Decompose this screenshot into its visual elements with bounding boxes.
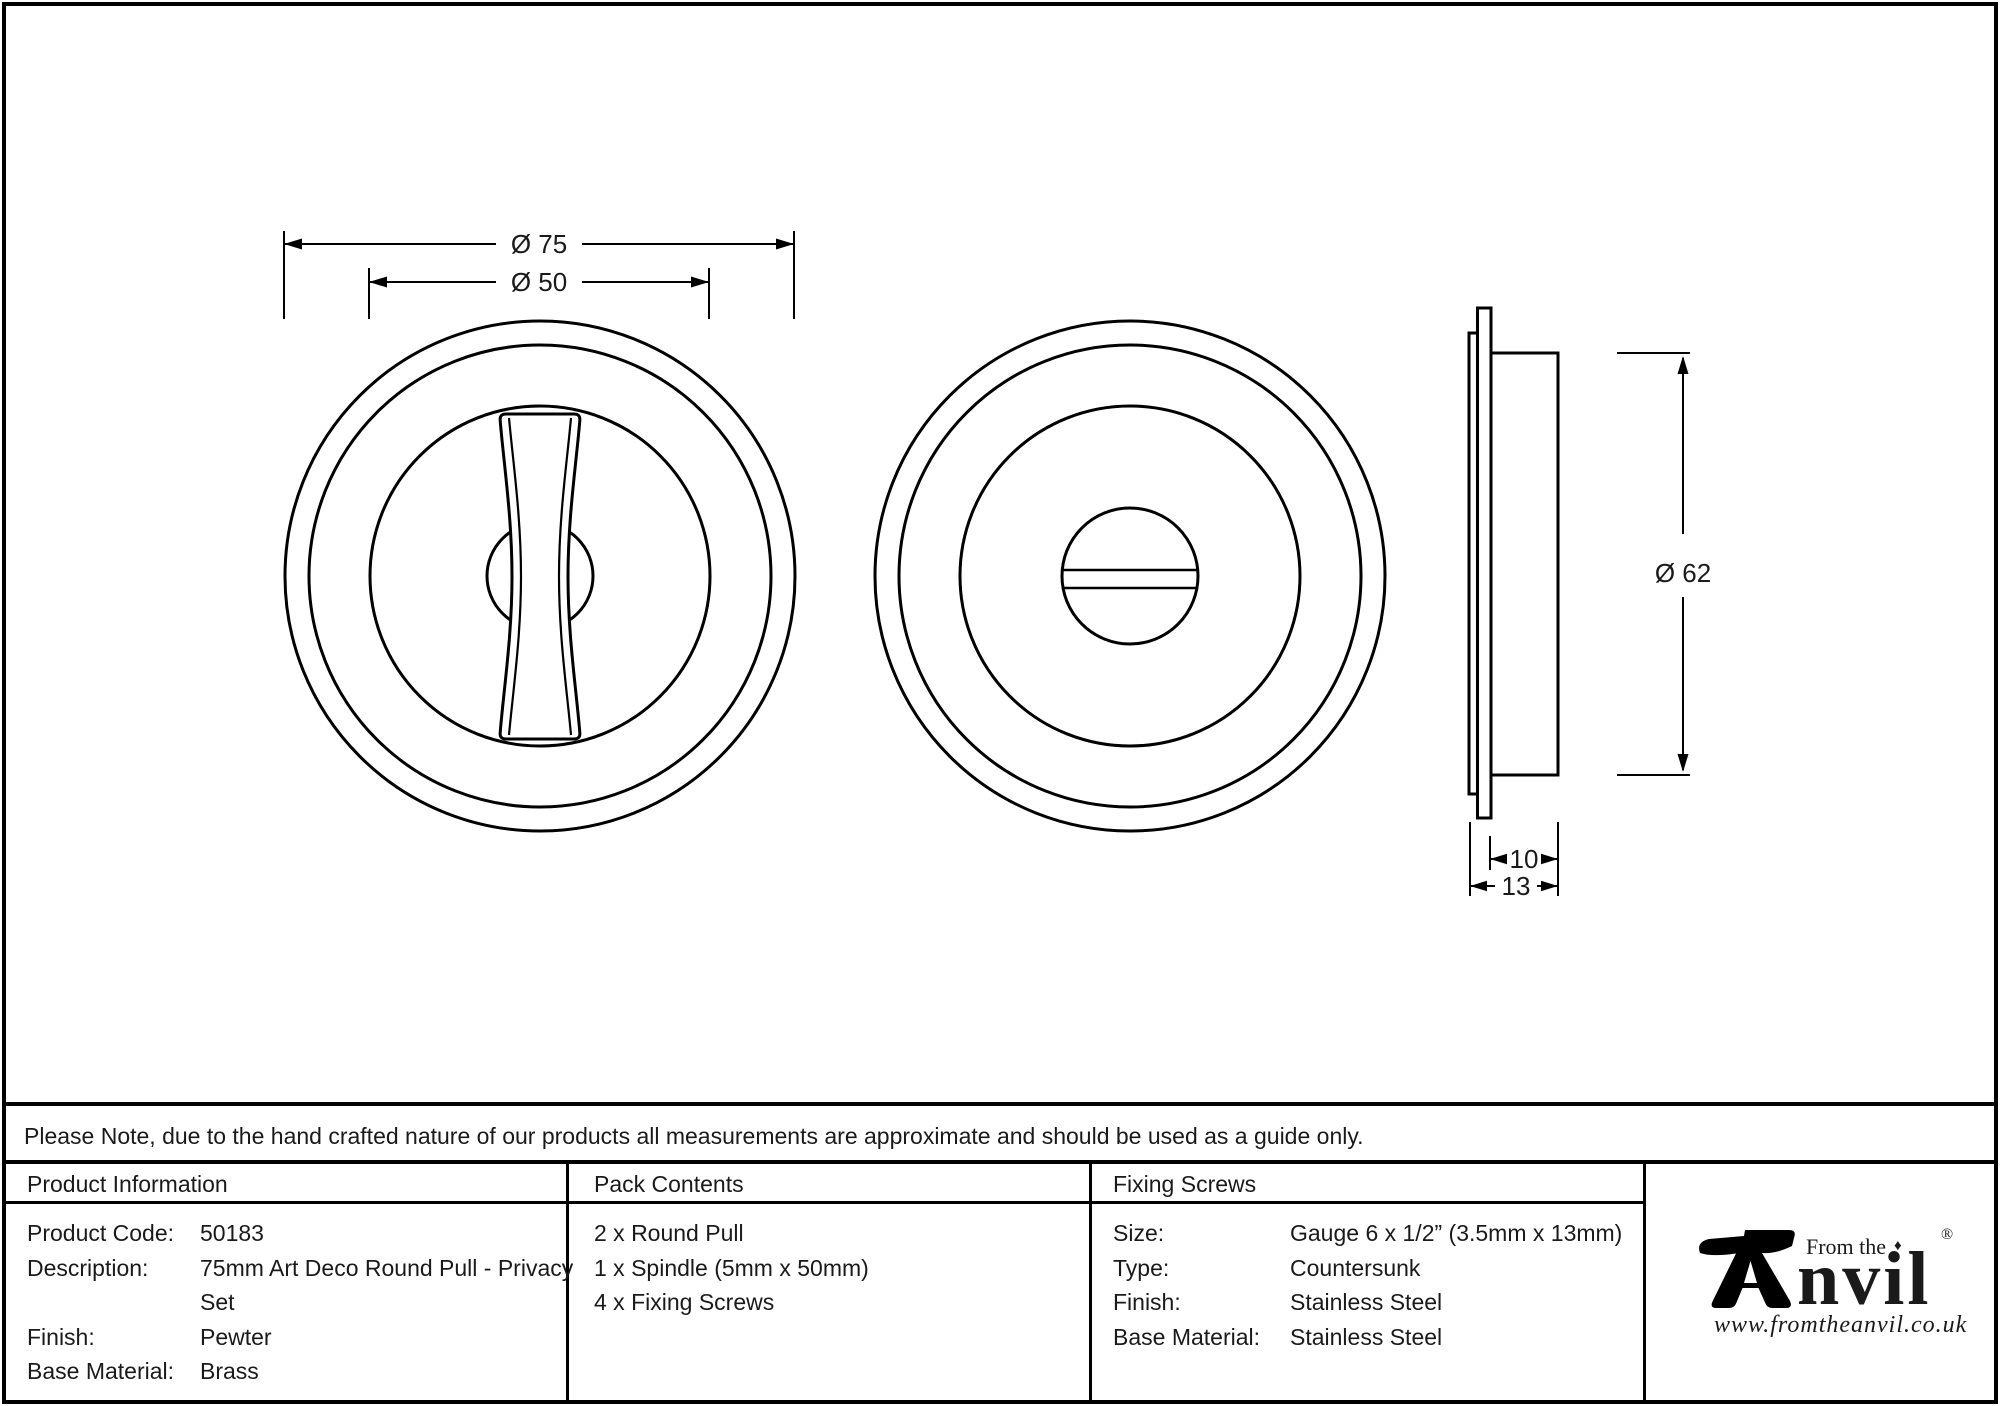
dim-label-75: Ø 75 — [511, 229, 567, 259]
dimension-depths: 10 13 — [1469, 822, 1559, 901]
dim-label-10: 10 — [1510, 844, 1539, 874]
logo-website-url: www.fromtheanvil.co.uk — [1714, 1312, 1968, 1338]
screw-base-material-value: Stainless Steel — [1290, 1324, 1443, 1350]
fixing-screws-header: Fixing Screws — [1113, 1171, 1257, 1197]
dim-label-13: 13 — [1502, 871, 1531, 901]
arrowhead-left — [1470, 880, 1487, 892]
logo-brand-text: nvil — [1797, 1237, 1932, 1321]
arrowhead-right — [691, 276, 709, 288]
arrowhead-left — [369, 276, 387, 288]
arrowhead-left — [284, 238, 302, 250]
thumbturn-bevel-left — [507, 417, 523, 736]
logo-from-the-text: From the — [1806, 1234, 1887, 1259]
front-view-coin-release — [873, 319, 1387, 833]
pack-item-screws: 4 x Fixing Screws — [594, 1289, 775, 1315]
description-label: Description: — [27, 1255, 149, 1281]
measurement-note: Please Note, due to the hand crafted nat… — [24, 1123, 1364, 1149]
table-top-rule — [2, 1160, 1998, 1164]
side-recess-body — [1489, 351, 1560, 777]
screw-type-value: Countersunk — [1290, 1255, 1421, 1281]
release-slot-boss-circle — [1060, 506, 1200, 646]
dim-label-62: Ø 62 — [1655, 558, 1711, 588]
table-header-rule — [4, 1201, 1646, 1204]
table-divider-1 — [566, 1162, 569, 1400]
side-front-flange — [1476, 306, 1493, 820]
front-recess-circle — [368, 404, 712, 748]
table-divider-2 — [1089, 1162, 1092, 1400]
anvil-logo-icon — [1699, 1230, 1795, 1308]
arrowhead-left — [1490, 853, 1507, 865]
base-material-label: Base Material: — [27, 1358, 175, 1384]
screw-size-value: Gauge 6 x 1/2” (3.5mm x 13mm) — [1290, 1220, 1623, 1246]
arrowhead-down — [1677, 754, 1689, 772]
screw-type-label: Type: — [1113, 1255, 1170, 1281]
product-code-label: Product Code: — [27, 1220, 175, 1246]
screw-base-material-label: Base Material: — [1113, 1324, 1261, 1350]
pack-item-spindle: 1 x Spindle (5mm x 50mm) — [594, 1255, 869, 1281]
table-divider-3 — [1643, 1162, 1646, 1400]
release-recess-circle — [958, 404, 1302, 748]
finish-value: Pewter — [200, 1324, 272, 1350]
dimension-62: Ø 62 — [1617, 352, 1711, 776]
technical-drawing: Ø 75 Ø 50 Ø 62 — [283, 229, 1711, 901]
pack-item-round-pull: 2 x Round Pull — [594, 1220, 744, 1246]
front-rim-circle — [307, 343, 773, 809]
screw-finish-label: Finish: — [1113, 1289, 1181, 1315]
thumbturn-outline — [498, 412, 582, 741]
product-code-value: 50183 — [200, 1220, 264, 1246]
side-profile-view — [1467, 306, 1560, 820]
release-outer-rose-circle — [873, 319, 1387, 833]
screw-size-label: Size: — [1113, 1220, 1165, 1246]
dim-label-50: Ø 50 — [511, 267, 567, 297]
pack-contents-header: Pack Contents — [594, 1171, 744, 1197]
front-view-thumbturn — [283, 319, 797, 833]
logo-diamond-icon: ♦ — [1894, 1238, 1902, 1254]
base-material-value: Brass — [200, 1358, 259, 1384]
screw-finish-value: Stainless Steel — [1290, 1289, 1443, 1315]
registered-trademark-icon: ® — [1941, 1226, 1954, 1243]
product-info-header: Product Information — [27, 1171, 228, 1197]
arrowhead-right — [776, 238, 794, 250]
arrowhead-right — [1541, 880, 1558, 892]
arrowhead-up — [1677, 356, 1689, 374]
dimension-75: Ø 75 — [283, 229, 795, 319]
front-outer-rose-circle — [283, 319, 797, 833]
finish-label: Finish: — [27, 1324, 95, 1350]
release-rim-circle — [897, 343, 1363, 809]
dimension-50: Ø 50 — [368, 267, 710, 319]
description-value-line2: Set — [200, 1289, 235, 1315]
description-value-line1: 75mm Art Deco Round Pull - Privacy — [200, 1255, 574, 1281]
thumbturn-bevel-right — [557, 417, 573, 736]
arrowhead-right — [1541, 853, 1558, 865]
note-strip-top-rule — [2, 1102, 1998, 1106]
